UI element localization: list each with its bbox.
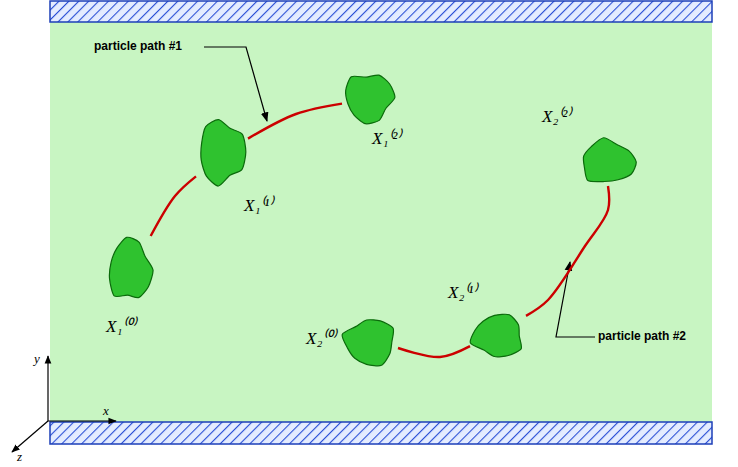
axis-arrow <box>48 420 116 421</box>
bottom-wall <box>50 422 712 444</box>
particle-shape <box>342 70 396 125</box>
axis-arrow <box>47 356 48 421</box>
axis-arrow <box>12 421 48 452</box>
particle: X₁⁽²⁾ <box>342 70 396 125</box>
fluid-region <box>50 22 712 422</box>
particle-path <box>151 176 196 236</box>
axis-label: x <box>103 404 109 418</box>
leader-line <box>556 262 595 337</box>
particle-shape <box>196 117 248 187</box>
particle-label: X₁⁽⁰⁾ <box>106 318 136 337</box>
axis-label: z <box>17 450 22 464</box>
particle-label: X₂⁽⁰⁾ <box>306 330 336 349</box>
axis-label: y <box>34 352 40 366</box>
particle: X₂⁽⁰⁾ <box>342 316 398 368</box>
particle-shape <box>106 236 154 304</box>
callout-label: particle path #1 <box>94 40 182 53</box>
particle: X₂⁽²⁾ <box>578 138 638 186</box>
particle-path <box>248 104 342 139</box>
particle-label: X₁⁽¹⁾ <box>244 197 273 216</box>
particle-path <box>398 346 470 357</box>
particle-label: X₁⁽²⁾ <box>372 130 401 149</box>
particle-shape <box>342 316 398 368</box>
callout-label: particle path #2 <box>598 330 686 343</box>
particle-shape <box>470 312 526 360</box>
particle-label: X₂⁽¹⁾ <box>448 284 477 303</box>
particle-path <box>526 186 609 316</box>
particle-shape <box>578 138 638 186</box>
particle: X₂⁽¹⁾ <box>470 312 526 360</box>
particle-label: X₂⁽²⁾ <box>542 108 571 127</box>
top-wall <box>50 1 712 22</box>
particle: X₁⁽¹⁾ <box>196 117 248 187</box>
particle: X₁⁽⁰⁾ <box>106 236 154 304</box>
leader-line <box>204 47 267 121</box>
